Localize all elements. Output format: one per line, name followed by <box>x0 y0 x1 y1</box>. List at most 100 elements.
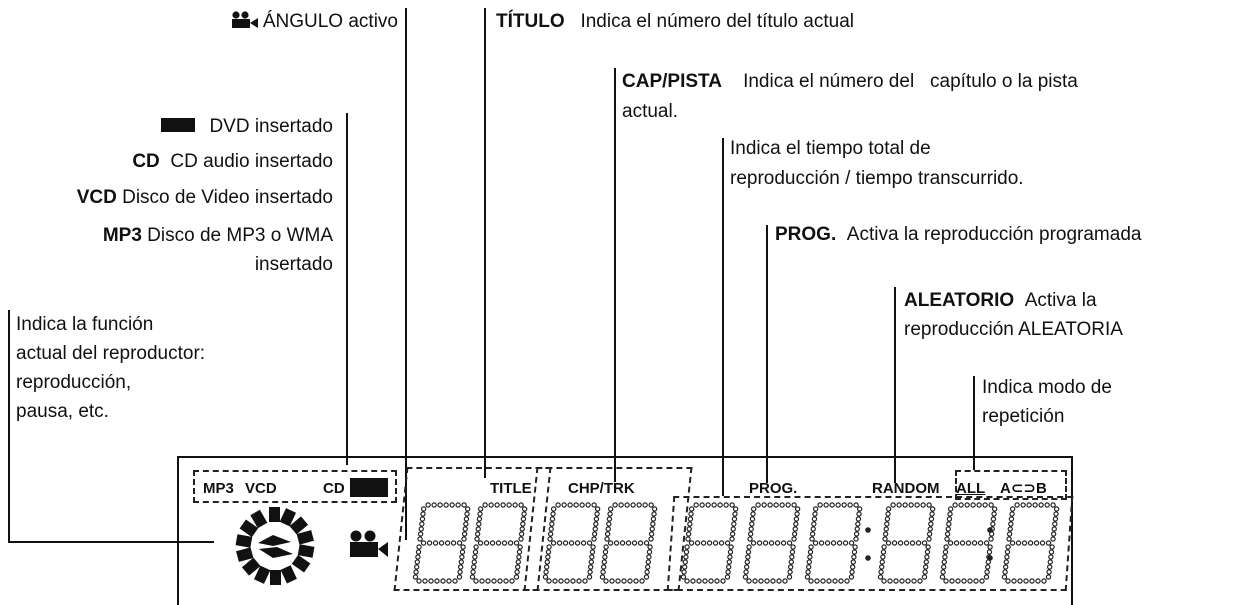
segment-dot <box>748 526 754 532</box>
segment-dot <box>1050 536 1056 542</box>
segment-dot <box>973 578 979 584</box>
segment-dot <box>961 578 967 584</box>
segment-dot <box>1005 578 1011 584</box>
segment-dot <box>791 531 798 537</box>
segment-dot <box>604 531 611 537</box>
segment-dot <box>987 544 993 550</box>
segment-dot <box>594 511 600 517</box>
segment-dot <box>437 502 443 508</box>
segment-dot <box>648 536 654 542</box>
segment-dot <box>415 549 422 555</box>
segment-dot <box>546 544 552 550</box>
segment-dot <box>603 544 609 550</box>
segment-dot <box>690 578 696 584</box>
disc-type-box <box>193 470 397 503</box>
segment-dot <box>594 506 601 512</box>
segment-dot <box>1011 578 1017 584</box>
segment-dot <box>891 540 898 546</box>
segment-dot <box>788 559 794 565</box>
segment-dot <box>791 536 797 542</box>
indicator-cd: CD <box>323 480 345 497</box>
segment-dot <box>542 574 549 580</box>
vcd-label: VCD Disco de Video insertado <box>76 187 333 208</box>
segment-dot <box>711 502 717 508</box>
segment-dot <box>990 516 997 522</box>
segment-dot <box>455 502 461 508</box>
segment-dot <box>570 578 576 584</box>
segment-dot <box>688 511 694 517</box>
segment-dot <box>462 526 468 532</box>
segment-dot <box>924 554 930 560</box>
segment-dot <box>613 540 620 546</box>
segment-dot <box>832 578 838 584</box>
segment-dot <box>983 574 990 580</box>
segment-dot <box>811 516 818 522</box>
segment-dot <box>714 578 720 584</box>
segment-dot <box>804 574 811 580</box>
segment-dot <box>431 502 437 508</box>
segment-dot <box>1003 559 1009 565</box>
segment-dot <box>456 574 463 580</box>
segment-dot <box>615 578 621 584</box>
segment-dot <box>688 540 695 546</box>
segment-dot <box>521 511 527 517</box>
leader-chapter <box>614 68 616 482</box>
segment-dot <box>747 536 753 542</box>
segment-dot <box>518 502 524 508</box>
segment-dot <box>782 578 788 584</box>
segment-dot <box>899 578 905 584</box>
segment-dot <box>915 540 922 546</box>
segment-dot <box>645 559 651 565</box>
dvd-block-icon <box>161 118 196 132</box>
segment-dot <box>726 559 732 565</box>
segment-dot <box>928 521 934 527</box>
segment-dot <box>461 502 467 508</box>
segment-dot <box>561 502 567 508</box>
segment-dot <box>947 506 954 512</box>
segment-dot <box>651 511 657 517</box>
segment-dot <box>807 554 813 560</box>
cd-label: CD CD audio insertado <box>132 151 333 172</box>
segment-dot <box>685 536 691 542</box>
segment-dot <box>882 536 888 542</box>
segment-dot <box>768 540 775 546</box>
segment-dot <box>724 574 731 580</box>
segment-dot <box>885 540 892 546</box>
segment-dot <box>450 540 457 546</box>
segment-dot <box>1009 540 1016 546</box>
segment-dot <box>497 578 503 584</box>
segment-dot <box>702 578 708 584</box>
segment-dot <box>941 559 947 565</box>
segment-dot <box>884 521 890 527</box>
segment-dot <box>920 502 926 508</box>
segment-dot <box>851 549 858 555</box>
segment-dot <box>921 540 928 546</box>
segment-dot <box>902 502 908 508</box>
segment-dot <box>440 578 446 584</box>
segment-dot <box>506 502 512 508</box>
segment-dot <box>562 540 569 546</box>
camera-icon <box>348 530 390 560</box>
segment-dot <box>897 540 904 546</box>
segment-dot <box>602 549 609 555</box>
segment-dot <box>946 521 952 527</box>
segment-dot <box>761 502 767 508</box>
segment-dot <box>731 521 737 527</box>
colon-dot <box>987 555 993 561</box>
segment-dot <box>986 549 993 555</box>
segment-dot <box>842 540 849 546</box>
segment-dot <box>844 578 850 584</box>
segment-dot <box>814 578 820 584</box>
segment-dot <box>752 578 758 584</box>
segment-dot <box>422 578 428 584</box>
segment-dot <box>1050 531 1057 537</box>
indicator-random: RANDOM <box>872 480 940 497</box>
segment-dot <box>942 554 948 560</box>
segment-dot <box>550 540 557 546</box>
segment-dot <box>880 549 887 555</box>
segment-dot <box>1002 564 1009 570</box>
title-label: TÍTULO Indica el número del título actua… <box>496 11 855 32</box>
segment-dot <box>785 502 791 508</box>
segment-dot <box>503 578 509 584</box>
segment-dot <box>631 540 638 546</box>
